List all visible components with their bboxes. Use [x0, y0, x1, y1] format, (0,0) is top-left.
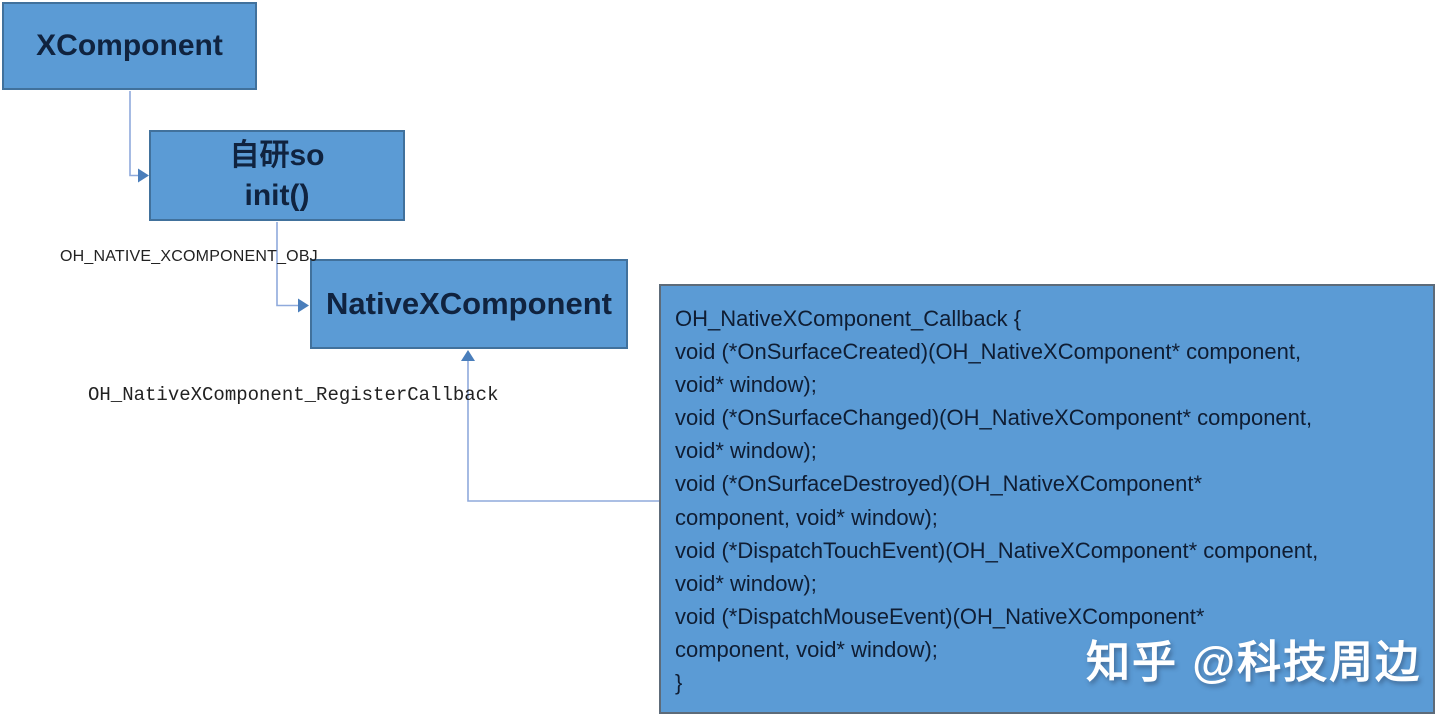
- arrow-right-icon: [298, 298, 309, 313]
- connector-xcomponent-to-so: [129, 91, 149, 183]
- xcomponent-box: XComponent: [2, 2, 257, 90]
- callback-struct-box: OH_NativeXComponent_Callback { void (*On…: [659, 284, 1435, 714]
- native-xcomponent-box-label: NativeXComponent: [326, 286, 612, 321]
- code-line: component, void* window);: [675, 504, 938, 530]
- code-line: }: [675, 670, 683, 696]
- code-line: void (*OnSurfaceCreated)(OH_NativeXCompo…: [675, 339, 1302, 365]
- so-init-box-line2: init(): [244, 178, 310, 212]
- code-line: OH_NativeXComponent_Callback {: [675, 306, 1022, 331]
- xcomponent-box-label: XComponent: [36, 29, 223, 62]
- code-line: void* window);: [675, 438, 817, 464]
- connector-callback-to-native: [461, 350, 659, 502]
- arrow-right-icon: [138, 168, 149, 183]
- native-xcomponent-box: NativeXComponent: [310, 259, 628, 349]
- so-init-box: 自研so init(): [149, 130, 405, 221]
- edge-label-obj: OH_NATIVE_XCOMPONENT_OBJ: [60, 248, 318, 265]
- so-init-box-line1: 自研so: [229, 138, 325, 172]
- code-line: void* window);: [675, 372, 817, 398]
- code-line: component, void* window);: [675, 636, 938, 662]
- connector-so-to-native: [276, 222, 309, 313]
- code-line: void (*DispatchTouchEvent)(OH_NativeXCom…: [675, 537, 1319, 563]
- edge-label-register-callback: OH_NativeXComponent_RegisterCallback: [88, 384, 499, 406]
- code-line: void (*OnSurfaceDestroyed)(OH_NativeXCom…: [675, 471, 1203, 497]
- code-line: void* window);: [675, 570, 817, 596]
- arrow-up-icon: [461, 350, 475, 361]
- code-line: void (*DispatchMouseEvent)(OH_NativeXCom…: [675, 603, 1205, 629]
- code-line: void (*OnSurfaceChanged)(OH_NativeXCompo…: [675, 405, 1313, 431]
- zhihu-watermark: 知乎 @科技周边: [1086, 638, 1422, 687]
